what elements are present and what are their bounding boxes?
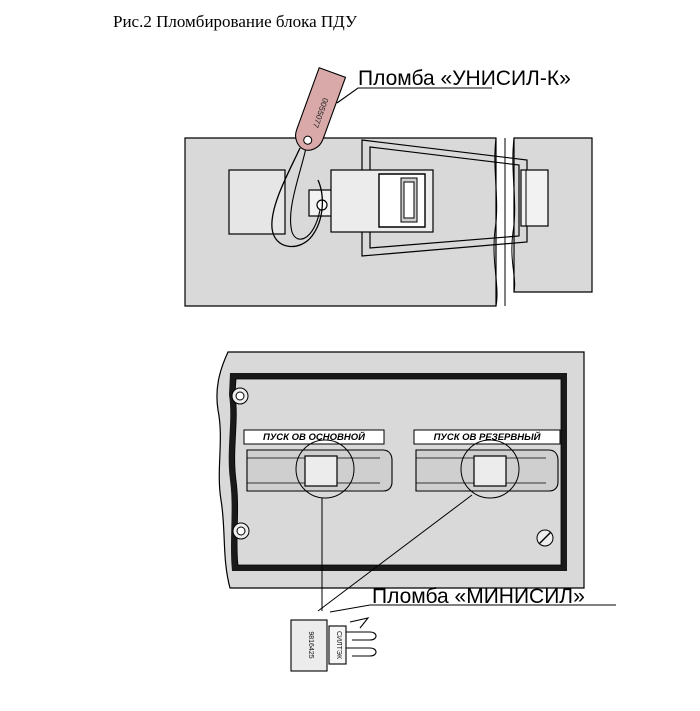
tag-hole [303, 135, 313, 145]
minisil-callout-text: Пломба «МИНИСИЛ» [372, 585, 585, 608]
front-panel-face [234, 378, 562, 566]
label-plate-main [243, 429, 385, 445]
seal-highlight-reserve [460, 439, 520, 499]
switch-window-main [304, 455, 338, 487]
unisil-callout-leader [336, 87, 492, 104]
tag-body [295, 67, 347, 151]
label-reserve: ПУСК ОВ РЕЗЕРВНЫЙ [434, 431, 541, 443]
leader-callout [329, 604, 371, 613]
top-view-unisil-sealing: 0055077 Пломба «УНИСИЛ-К» [184, 67, 593, 307]
screw-bottom-left [232, 522, 250, 540]
unisil-tag: 0055077 [295, 67, 347, 151]
seal-wire [271, 147, 323, 248]
leader-reserve [317, 494, 473, 612]
seal-number: 9816425 [307, 631, 314, 658]
switch-cover-main [246, 449, 393, 492]
seal-prongs [346, 617, 377, 657]
unisil-callout-text: Пломба «УНИСИЛ-К» [358, 67, 571, 90]
label-main: ПУСК ОВ ОСНОВНОЙ [263, 431, 365, 443]
minisil-seal: 9816425 СИЛТЭК [290, 617, 377, 672]
seal-brand: СИЛТЭК [335, 631, 342, 660]
seal-highlight-main [295, 439, 355, 499]
figure-caption: Рис.2 Пломбирование блока ПДУ [113, 12, 358, 31]
screw-bottom-right [536, 529, 554, 547]
screw-top-left [231, 387, 249, 405]
break-line-left [493, 137, 498, 307]
latch-catch [520, 169, 549, 227]
seal-body-left [290, 619, 328, 672]
switch-cover-reserve [415, 449, 559, 492]
label-plate-reserve [413, 429, 561, 445]
seal-body-right [328, 625, 347, 665]
switch-window-reserve [473, 455, 507, 487]
seal-wire-second [290, 147, 321, 240]
bottom-view-minisil-sealing: ПУСК ОВ ОСНОВНОЙ ПУСК ОВ РЕЗЕРВНЫЙ Пломб… [216, 351, 616, 672]
latch-handle-grip [400, 177, 418, 223]
